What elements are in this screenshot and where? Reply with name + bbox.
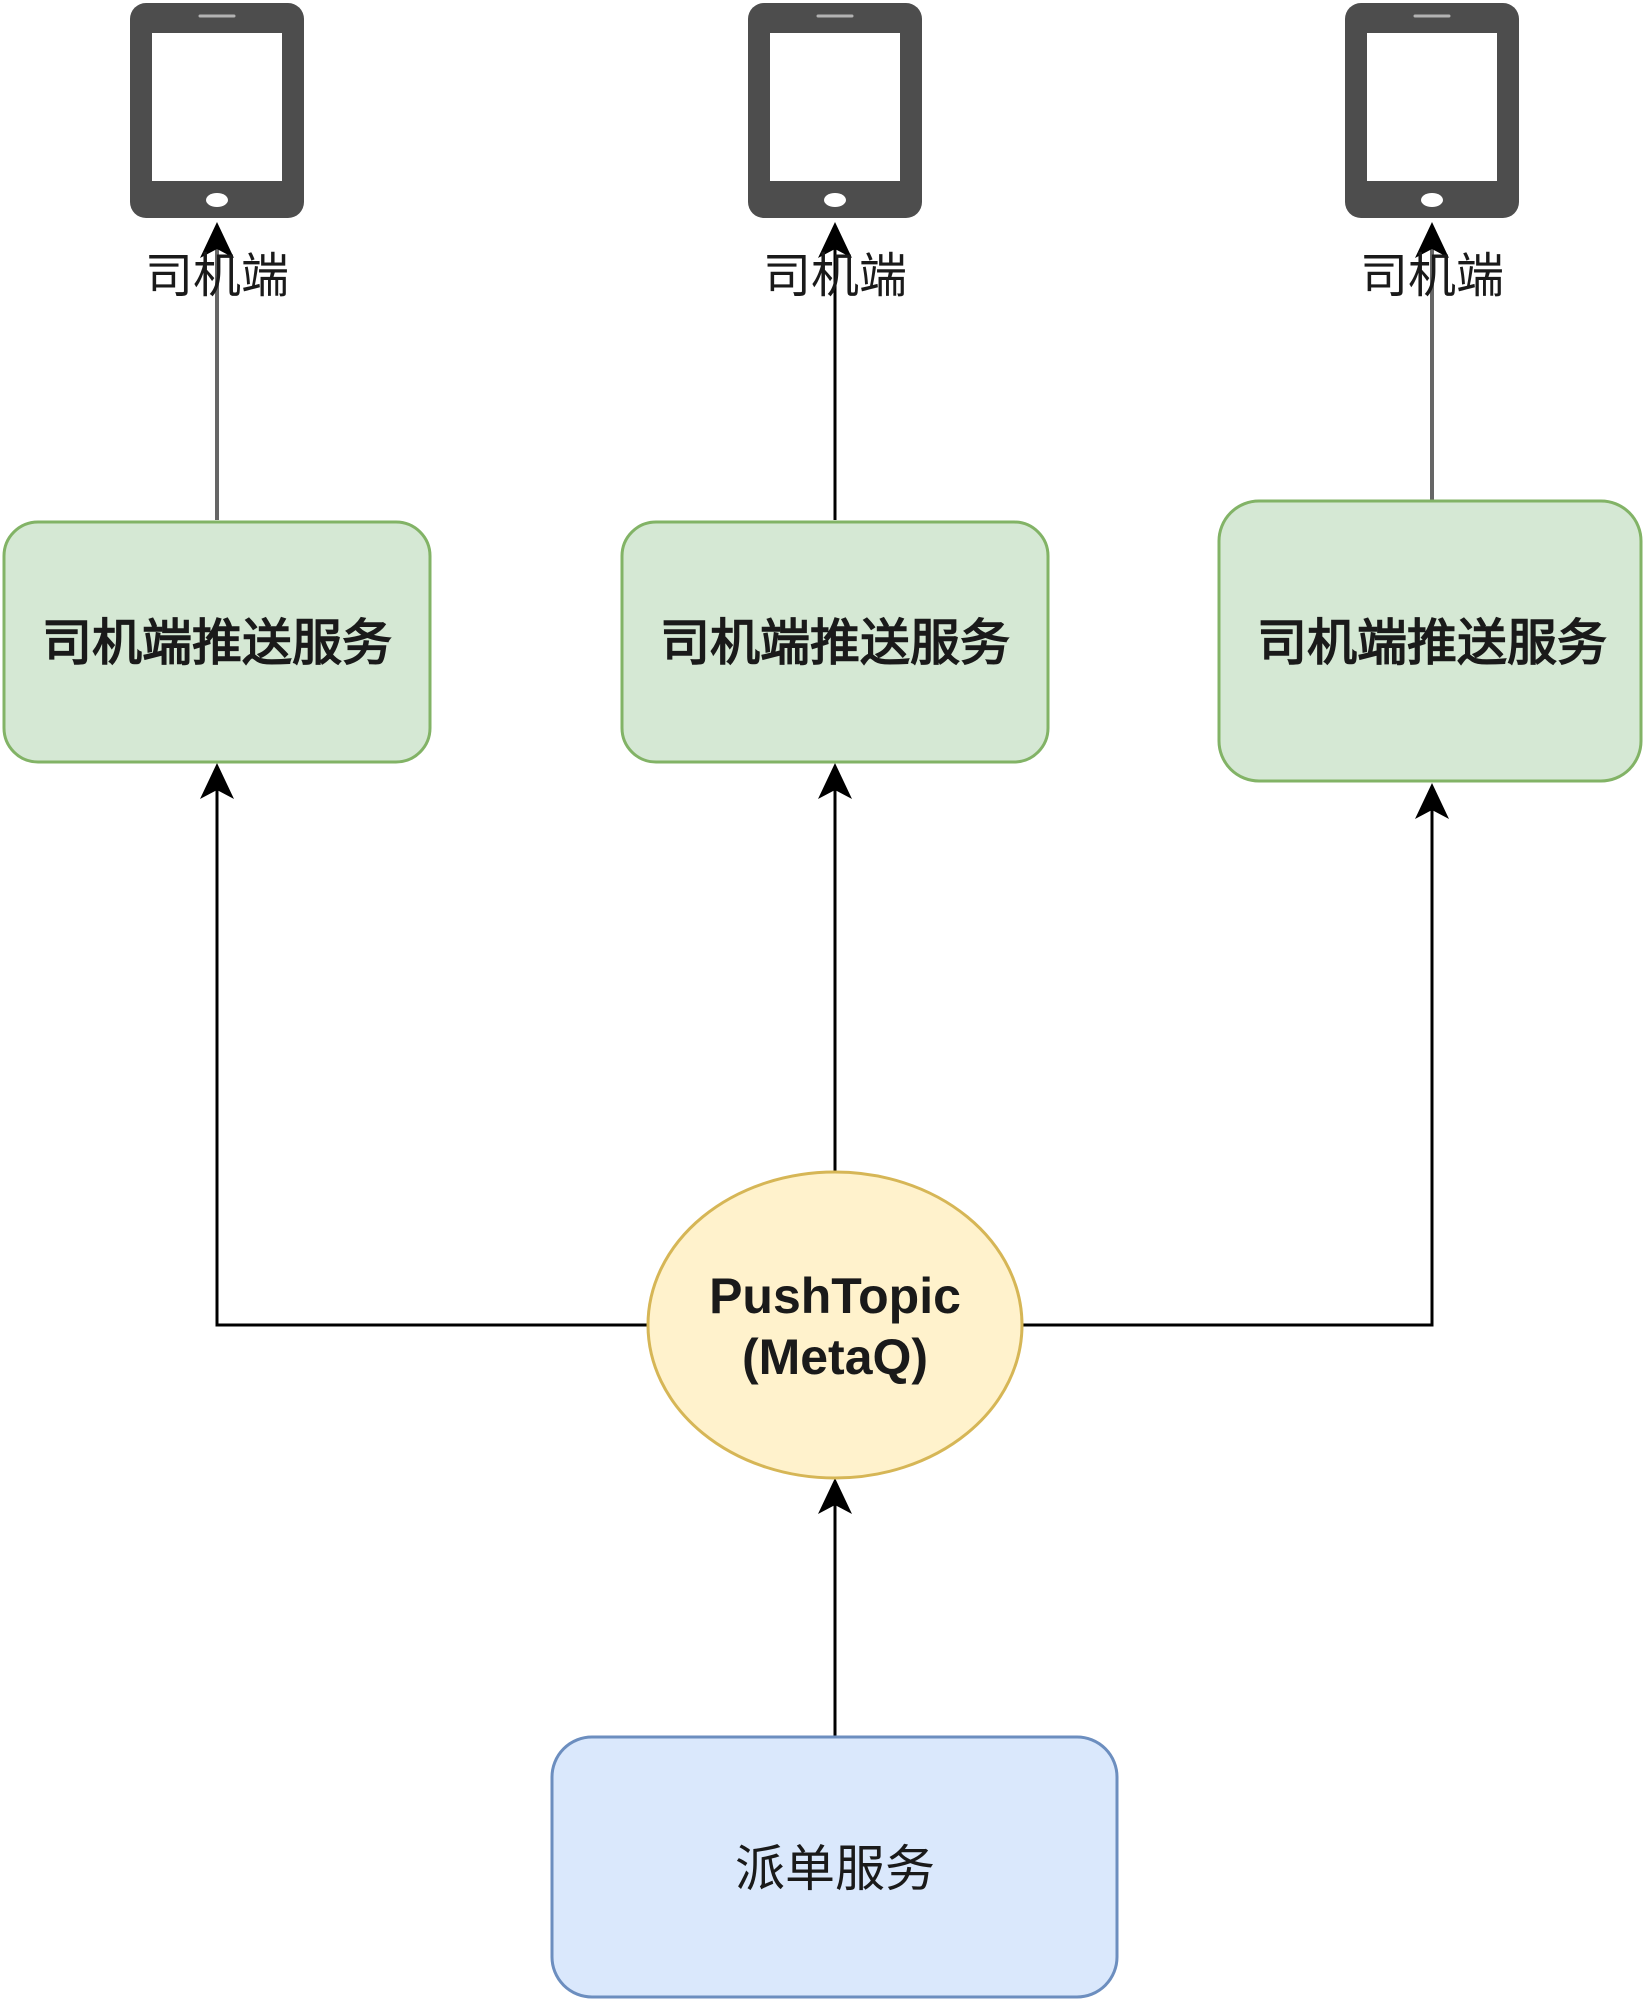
push-topic-subtitle: (MetaQ): [742, 1329, 928, 1385]
arrowhead-service-left: [200, 763, 234, 799]
arrowhead-service-middle: [818, 763, 852, 799]
dispatch-service: 派单服务: [550, 1735, 1119, 1999]
device-left: [130, 3, 304, 218]
dispatch-service-label: 派单服务: [735, 1840, 935, 1898]
device-label-left: 司机端: [145, 248, 289, 304]
push-service-right: 司机端推送服务: [1217, 499, 1643, 783]
push-service-left: 司机端推送服务: [2, 520, 432, 764]
tablet-icon: [1345, 3, 1519, 218]
arrowhead-topic: [818, 1478, 852, 1514]
arrowhead-service-right: [1415, 783, 1449, 819]
tablet-icon: [130, 3, 304, 218]
push-service-label: 司机端推送服务: [660, 614, 1010, 672]
push-service-label: 司机端推送服务: [42, 614, 392, 672]
device-label-right: 司机端: [1360, 248, 1504, 304]
arrowhead-device-left: [200, 222, 234, 258]
edge-topic-to-service-left: [215, 773, 650, 1327]
edge-topic-to-service-right: [1022, 793, 1434, 1327]
push-service-middle: 司机端推送服务: [620, 520, 1050, 764]
arrowhead-device-middle: [818, 222, 852, 258]
push-service-label: 司机端推送服务: [1257, 614, 1607, 672]
device-label-middle: 司机端: [763, 248, 907, 304]
device-middle: [748, 3, 922, 218]
tablet-icon: [748, 3, 922, 218]
device-right: [1345, 3, 1519, 218]
push-topic-name: PushTopic: [709, 1268, 961, 1324]
arrowhead-device-right: [1415, 222, 1449, 258]
push-topic: PushTopic (MetaQ): [646, 1170, 1024, 1480]
